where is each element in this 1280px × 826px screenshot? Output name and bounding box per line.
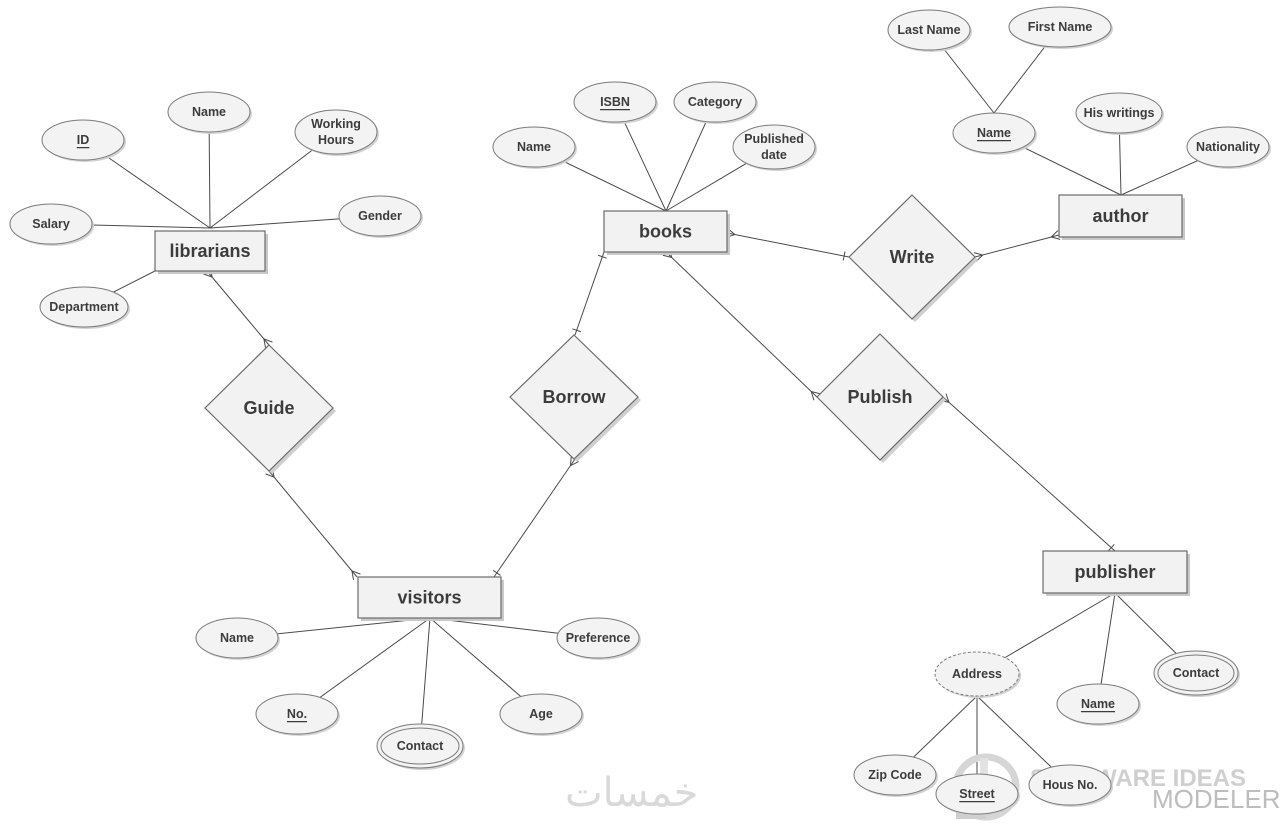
attribute-author-simple[interactable]: First Name — [1008, 6, 1113, 49]
attribute-publisher-simple[interactable]: Hous No. — [1028, 764, 1113, 807]
attribute-librarians-simple[interactable]: Salary — [9, 203, 94, 246]
attribute-books-key[interactable]: ISBN — [573, 81, 658, 124]
entity-label: books — [639, 222, 692, 242]
attribute-label: Age — [529, 707, 553, 721]
attribute-visitors-multivalued[interactable]: Contact — [376, 723, 465, 770]
one-marker — [572, 328, 582, 333]
crows-foot-marker — [263, 338, 273, 348]
relationship-label: Write — [890, 247, 935, 267]
relationship-line-books-write — [726, 232, 850, 258]
entity-visitors[interactable]: visitors — [357, 576, 504, 621]
relationship-label: Borrow — [543, 387, 607, 407]
attribute-books-simple[interactable]: Name — [492, 126, 577, 169]
entity-label: visitors — [397, 588, 461, 608]
attribute-label: His writings — [1084, 106, 1155, 120]
attribute-label: Department — [49, 300, 119, 314]
attribute-author-key[interactable]: Name — [952, 112, 1037, 155]
attribute-label: Address — [952, 667, 1002, 681]
attribute-label: ID — [77, 133, 90, 147]
attribute-author-simple[interactable]: Nationality — [1186, 126, 1271, 169]
attribute-publisher-derived[interactable]: Address — [934, 651, 1021, 698]
relationship-line-guide-visitors — [268, 470, 358, 578]
attribute-label: ISBN — [600, 95, 630, 109]
attribute-label: Zip Code — [868, 768, 922, 782]
attribute-visitors-simple[interactable]: Age — [499, 693, 584, 736]
relationship-line-books-publish — [665, 251, 818, 398]
one-marker — [492, 569, 501, 576]
attribute-publisher-key[interactable]: Name — [1056, 683, 1141, 726]
relationship-line-librarians-guide — [206, 270, 270, 346]
one-marker — [1107, 543, 1115, 552]
attribute-publisher-key[interactable]: Street — [935, 773, 1020, 816]
crows-foot-marker — [569, 456, 579, 467]
attribute-publisher-multivalued[interactable]: Contact — [1153, 650, 1240, 697]
relationship-line-borrow-books — [574, 251, 605, 336]
cardinality-markers — [203, 228, 1115, 580]
watermark-product: MODELER — [1152, 784, 1280, 814]
entity-books[interactable]: books — [603, 210, 730, 255]
attribute-label: First Name — [1028, 20, 1093, 34]
attribute-label: Name — [192, 105, 226, 119]
attribute-label: No. — [287, 707, 307, 721]
attribute-librarians-simple[interactable]: Gender — [338, 195, 423, 238]
attribute-librarians-simple[interactable]: Name — [167, 91, 252, 134]
attribute-label: Name — [1081, 697, 1115, 711]
attribute-label: Name — [220, 631, 254, 645]
relationship-line-visitors-borrow — [493, 458, 576, 578]
relationship-line-publish-publisher — [942, 396, 1116, 552]
entity-author[interactable]: author — [1058, 194, 1185, 240]
attribute-visitors-simple[interactable]: Preference — [556, 617, 641, 660]
crows-foot-marker — [351, 570, 361, 580]
attribute-label: Preference — [566, 631, 631, 645]
attribute-visitors-key[interactable]: No. — [255, 693, 340, 736]
attribute-label: Category — [688, 95, 742, 109]
relationship-label: Publish — [847, 387, 912, 407]
watermark-arabic: خمسات — [565, 770, 698, 816]
relationship-guide[interactable]: Guide — [204, 344, 336, 474]
attribute-author-simple[interactable]: His writings — [1075, 92, 1164, 135]
relationship-publish[interactable]: Publish — [816, 333, 946, 463]
relationship-label: Guide — [243, 398, 294, 418]
attribute-librarians-key[interactable]: ID — [41, 119, 126, 162]
crows-foot-marker — [810, 390, 821, 401]
attribute-label: Street — [959, 787, 995, 801]
entity-label: publisher — [1074, 562, 1155, 582]
attribute-books-simple[interactable]: Category — [673, 81, 758, 124]
relationship-line-write-author — [974, 234, 1060, 258]
entity-librarians[interactable]: librarians — [154, 230, 268, 274]
entity-label: librarians — [169, 241, 250, 261]
one-marker — [842, 251, 846, 261]
attribute-label: Gender — [358, 209, 402, 223]
attribute-label: Nationality — [1196, 140, 1260, 154]
attribute-label: Salary — [32, 217, 70, 231]
attribute-author-simple[interactable]: Last Name — [887, 9, 972, 52]
entity-label: author — [1093, 206, 1149, 226]
attribute-label: Contact — [397, 739, 444, 753]
crows-foot-marker — [1050, 230, 1061, 240]
attribute-librarians-simple[interactable]: Department — [39, 286, 130, 329]
relationship-borrow[interactable]: Borrow — [509, 334, 641, 462]
diagram-shapes: librarians books author visitors publisher Gu… — [9, 6, 1271, 816]
entity-publisher[interactable]: publisher — [1042, 550, 1190, 596]
one-marker — [597, 254, 607, 259]
attribute-visitors-simple[interactable]: Name — [195, 617, 280, 660]
attribute-label: Last Name — [897, 23, 960, 37]
attribute-label: Hous No. — [1043, 778, 1098, 792]
attribute-publisher-simple[interactable]: Zip Code — [853, 754, 938, 797]
attribute-label: Contact — [1173, 666, 1220, 680]
relationship-write[interactable]: Write — [848, 194, 978, 322]
attribute-label: Name — [517, 140, 551, 154]
attribute-label: Name — [977, 126, 1011, 140]
